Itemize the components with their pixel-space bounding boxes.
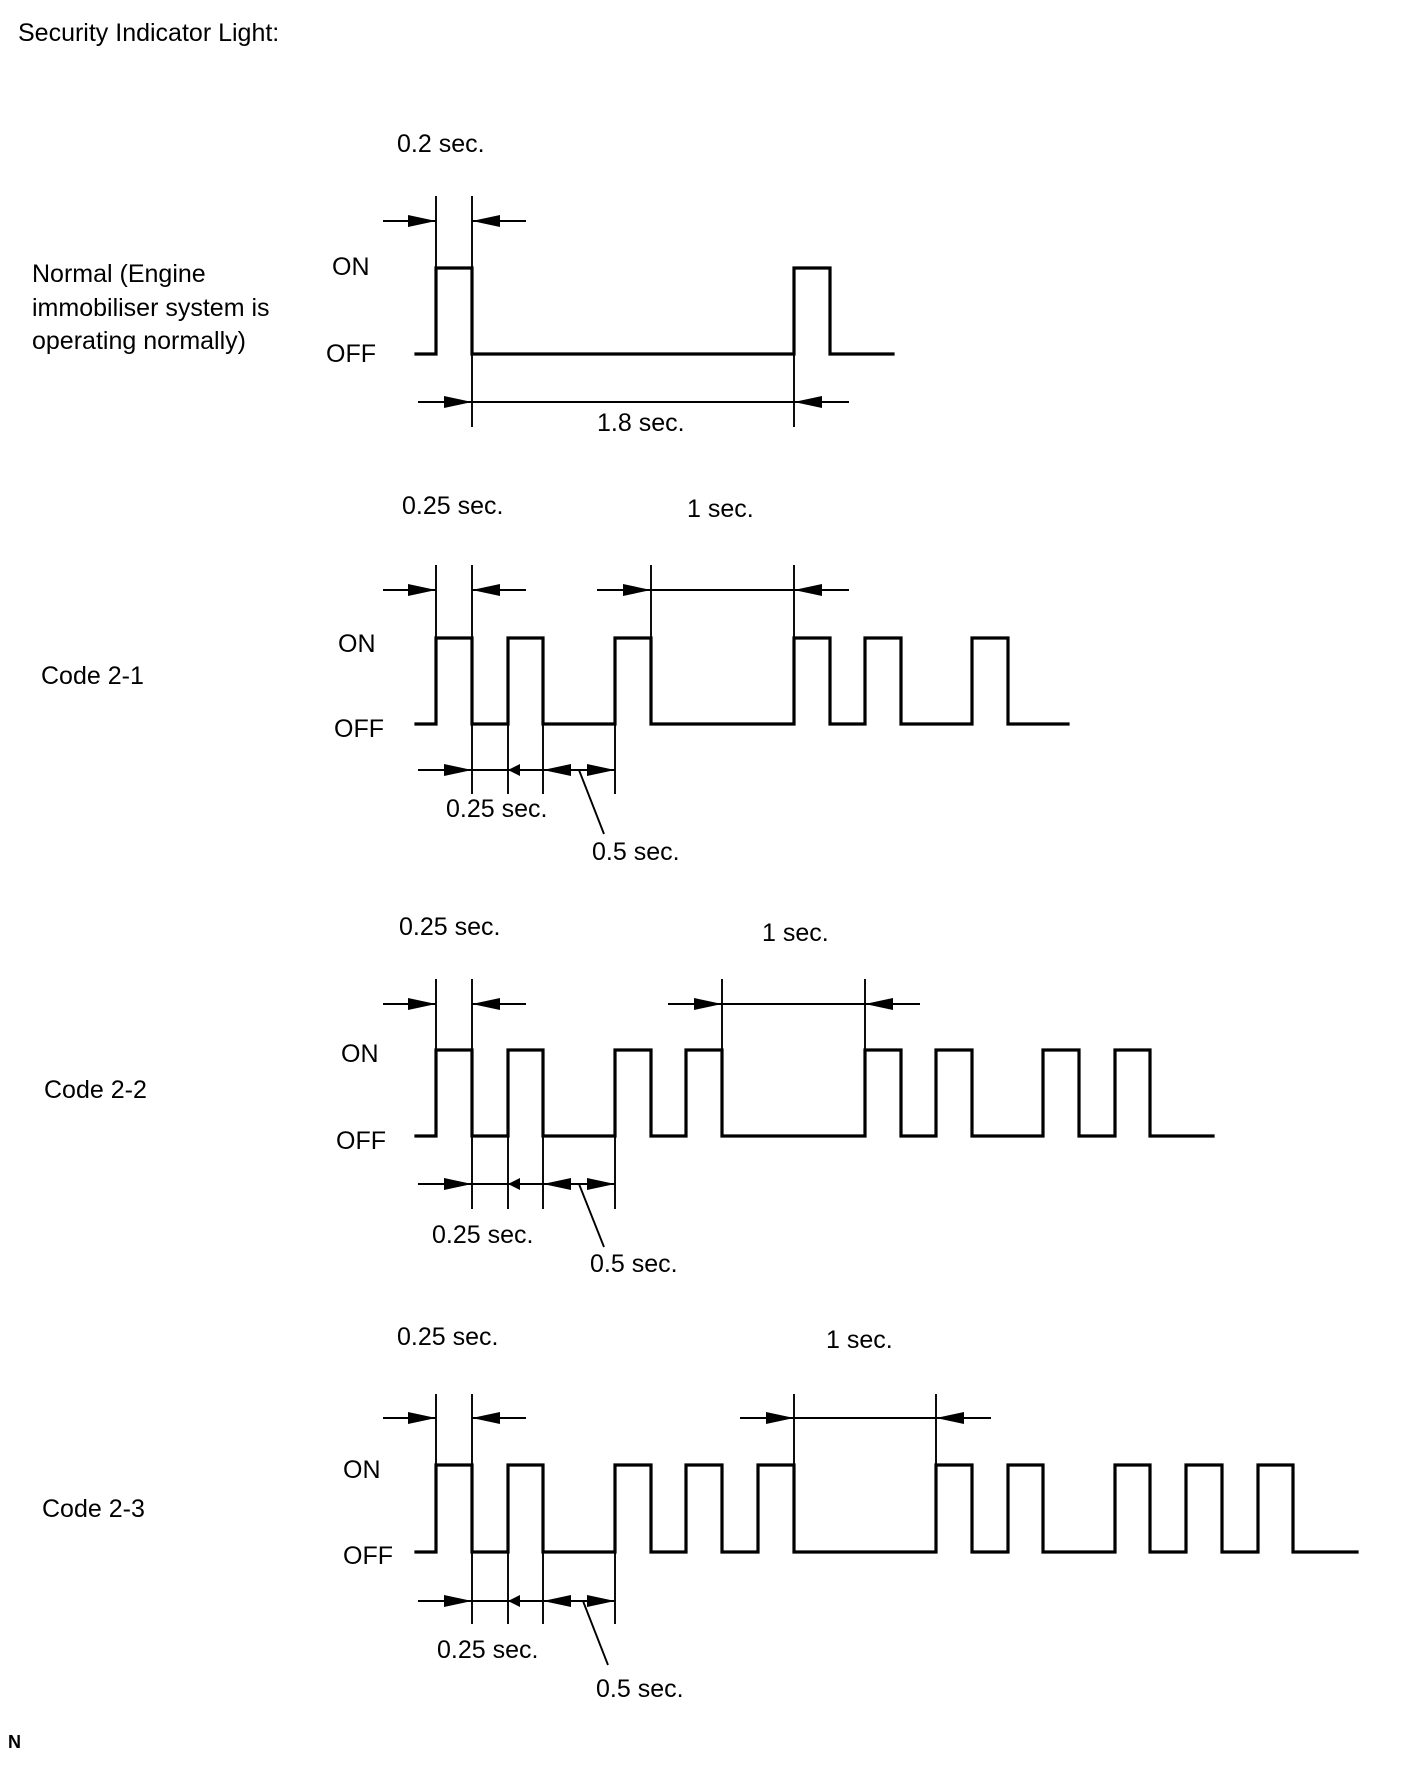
dimension-arrow	[408, 584, 436, 596]
code-2-1-waveform	[414, 636, 1070, 726]
dimension-arrow	[472, 584, 500, 596]
leader-line	[578, 769, 605, 835]
dimension-arrow	[587, 1178, 615, 1190]
dimension-arrow	[444, 1178, 472, 1190]
dimension-arrow	[865, 998, 893, 1010]
dimension-arrow	[508, 764, 520, 776]
off-level-label: OFF	[343, 1542, 393, 1570]
code-2-2-waveform	[414, 1048, 1215, 1138]
dimension-arrow	[543, 1595, 571, 1607]
on-level-label: ON	[341, 1040, 379, 1068]
diagram-code-2-1: Code 2-1 ON OFF 0.25 sec. 1 sec. 0.25 se…	[41, 492, 1070, 866]
off-level-label: OFF	[336, 1127, 386, 1155]
dimension-arrow	[543, 1178, 571, 1190]
long-off-label: 0.5 sec.	[590, 1250, 678, 1278]
footer-mark: N	[8, 1732, 21, 1752]
dimension-arrow	[543, 764, 571, 776]
dimension-arrow	[766, 1412, 794, 1424]
on-level-label: ON	[332, 253, 370, 281]
code-2-3-waveform	[414, 1463, 1359, 1554]
dimension-arrow	[444, 396, 472, 408]
dimension-arrow	[794, 584, 822, 596]
dimension-arrow	[794, 396, 822, 408]
dimension-arrow	[444, 1595, 472, 1607]
dimension-arrow	[694, 998, 722, 1010]
normal-waveform	[414, 266, 895, 356]
dimension-arrow	[623, 584, 651, 596]
dimension-arrow	[472, 998, 500, 1010]
dimension-arrow	[936, 1412, 964, 1424]
gap-label: 1 sec.	[826, 1326, 893, 1354]
dimension-arrow	[472, 1412, 500, 1424]
pulse-width-label: 0.25 sec.	[397, 1323, 498, 1351]
pulse-width-label: 0.25 sec.	[399, 913, 500, 941]
diagram-code-2-2: Code 2-2 ON OFF 0.25 sec. 1 sec. 0.25 se…	[44, 913, 1215, 1278]
diagram-label: Code 2-2	[44, 1076, 147, 1104]
page-title: Security Indicator Light:	[18, 19, 279, 47]
pulse-width-label: 0.2 sec.	[397, 130, 485, 158]
long-off-label: 0.5 sec.	[592, 838, 680, 866]
diagram-label: Code 2-3	[42, 1495, 145, 1523]
diagram-label-line: operating normally)	[32, 327, 246, 355]
dimension-arrow	[587, 1595, 615, 1607]
short-off-label: 0.25 sec.	[437, 1636, 538, 1664]
dimension-arrow	[408, 215, 436, 227]
dimension-arrow	[472, 215, 500, 227]
dimension-arrow	[408, 998, 436, 1010]
dimension-arrow	[508, 1178, 520, 1190]
period-label: 1.8 sec.	[597, 409, 685, 437]
on-level-label: ON	[343, 1456, 381, 1484]
dimension-arrow	[587, 764, 615, 776]
short-off-label: 0.25 sec.	[446, 795, 547, 823]
on-level-label: ON	[338, 630, 376, 658]
dimension-arrow	[508, 1595, 520, 1607]
off-level-label: OFF	[334, 715, 384, 743]
off-level-label: OFF	[326, 340, 376, 368]
diagram-code-2-3: Code 2-3 ON OFF 0.25 sec. 1 sec. 0.25 se…	[42, 1323, 1359, 1703]
short-off-label: 0.25 sec.	[432, 1221, 533, 1249]
diagram-label-line: Normal (Engine	[32, 260, 206, 288]
pulse-width-label: 0.25 sec.	[402, 492, 503, 520]
leader-line	[578, 1183, 605, 1248]
gap-label: 1 sec.	[762, 919, 829, 947]
long-off-label: 0.5 sec.	[596, 1675, 684, 1703]
diagram-label: Code 2-1	[41, 662, 144, 690]
leader-line	[582, 1600, 609, 1666]
diagram-label-line: immobiliser system is	[32, 294, 270, 322]
dimension-arrow	[408, 1412, 436, 1424]
gap-label: 1 sec.	[687, 495, 754, 523]
diagram-normal: Normal (Engine immobiliser system is ope…	[32, 130, 895, 437]
dimension-arrow	[444, 764, 472, 776]
